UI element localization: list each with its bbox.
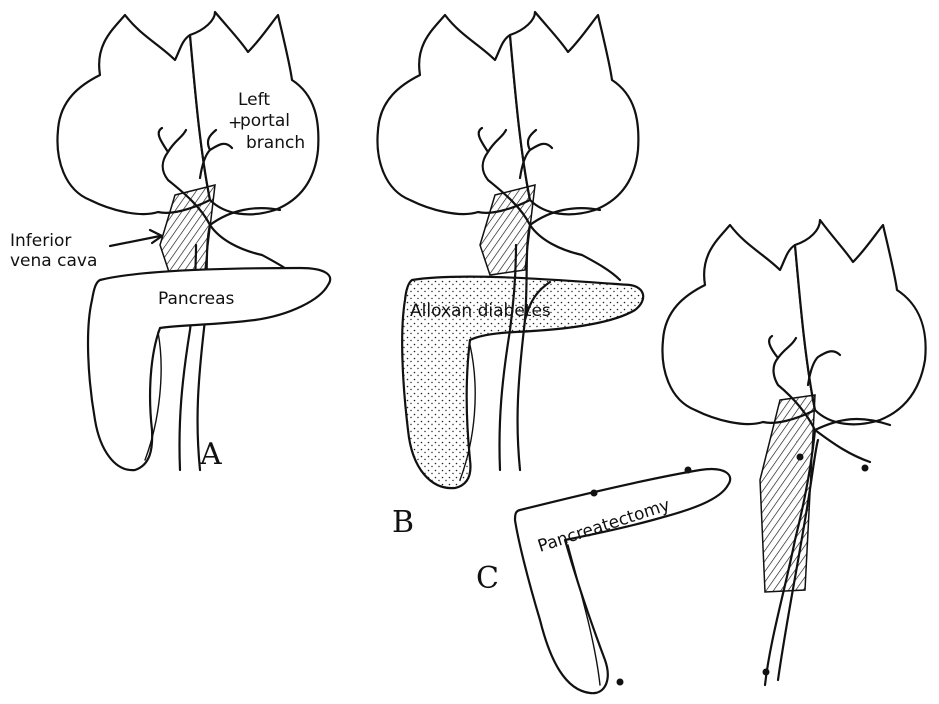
liver-right-lobe-a	[57, 15, 210, 214]
plus-marker: +	[228, 113, 242, 133]
liver-left-lobe-c	[795, 220, 926, 424]
ivc-label-line1: Inferior	[10, 231, 71, 251]
vena-cava-c	[760, 395, 815, 592]
panel-letter-a: A	[199, 437, 222, 472]
vena-cava-arrow	[110, 236, 160, 246]
ligature-knot-3	[617, 679, 624, 686]
pancreas-label-a: Pancreas	[158, 289, 235, 309]
left-portal-label-line2: portal	[240, 111, 290, 131]
ligature-knot-5	[862, 465, 869, 472]
panel-a: Pancreas A Left portal branch + Inferior…	[10, 12, 330, 472]
liver-left-lobe-b	[510, 12, 638, 214]
pancreas-label-b: Alloxan diabetes	[410, 301, 551, 321]
panel-b: Alloxan diabetes B	[377, 12, 643, 540]
ivc-label-line2: vena cava	[10, 251, 97, 271]
ligature-knot-2	[591, 490, 598, 497]
left-portal-label-line3: branch	[246, 133, 305, 153]
liver-right-lobe-c	[662, 225, 815, 424]
ligature-knot-6	[763, 669, 770, 676]
liver-right-lobe-b	[377, 15, 530, 214]
panel-letter-b: B	[392, 505, 414, 540]
ligature-knot-4	[797, 454, 804, 461]
left-portal-label-line1: Left	[238, 90, 270, 110]
ligature-knot-1	[685, 467, 692, 474]
pancreas-c	[515, 469, 730, 693]
panel-letter-c: C	[476, 561, 499, 596]
